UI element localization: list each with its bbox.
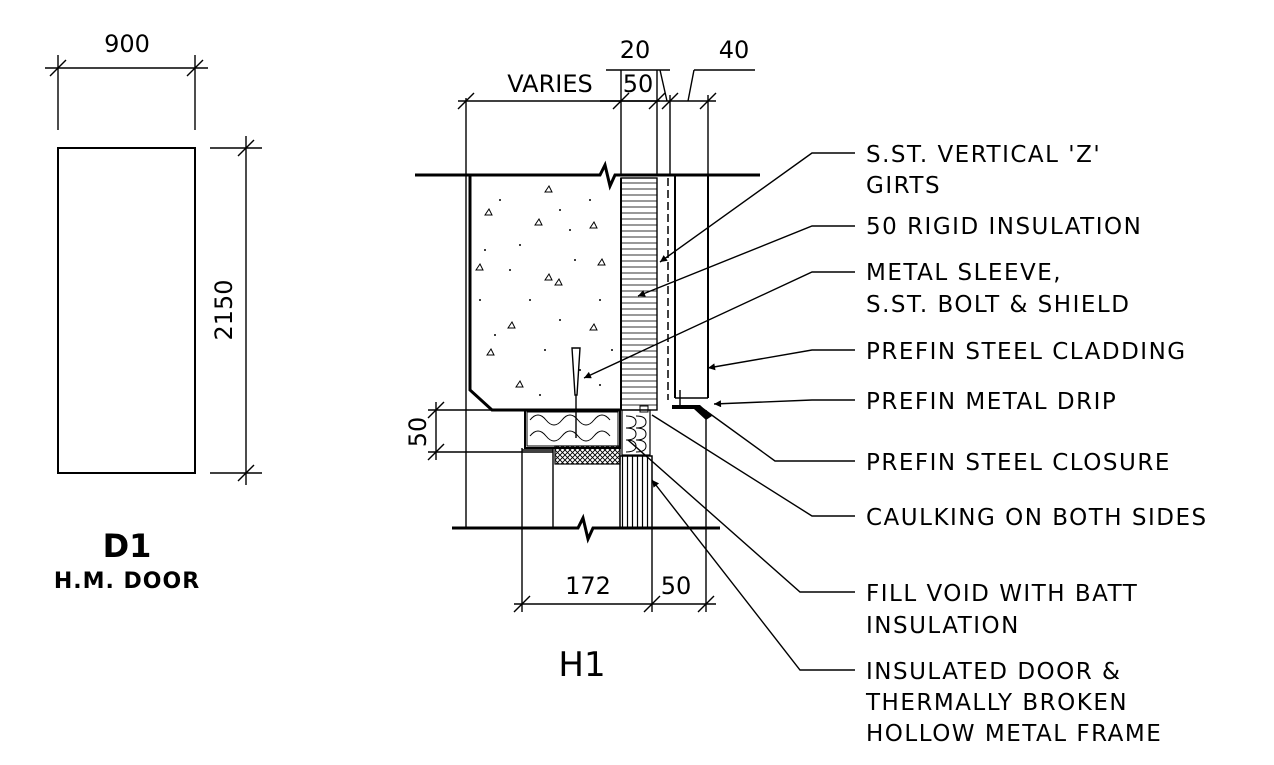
notes: S.ST. VERTICAL 'Z' GIRTS 50 RIGID INSULA… [865,142,1208,747]
note-steel-closure: PREFIN STEEL CLOSURE [866,450,1171,476]
door-height-dimension: 2150 [210,136,262,485]
note-z-girts-line2: GIRTS [866,173,941,199]
top-dimensions: VARIES 50 20 40 [457,36,755,110]
bolt-sleeve [571,347,581,438]
door-outline [57,147,196,474]
bottom-dimensions: 172 50 [513,572,716,613]
note-batt-insulation-line2: INSULATION [866,613,1020,639]
head-frame [524,405,651,465]
steel-cladding [674,175,709,399]
note-metal-sleeve-line1: METAL SLEEVE, [866,260,1062,286]
insulated-door [619,455,653,529]
door-tag: D1 [103,527,152,565]
note-z-girts: S.ST. VERTICAL 'Z' GIRTS [866,142,1110,199]
dim-top-40: 40 [719,36,750,64]
top-break-line [415,160,760,191]
note-batt-insulation: FILL VOID WITH BATT INSULATION [866,581,1147,639]
frame-stop-hatch [554,445,621,465]
dim-varies: VARIES [507,70,592,98]
dim-bottom-50: 50 [661,572,692,600]
caulking-joint [621,409,651,456]
note-insulated-door: INSULATED DOOR & THERMALLY BROKEN HOLLOW… [865,659,1162,747]
door-elevation: 900 2150 D1 H.M. DOOR [45,30,262,594]
section-tag: H1 [558,645,605,685]
leader-lines [583,152,855,671]
note-steel-cladding: PREFIN STEEL CLADDING [866,339,1187,365]
note-rigid-insulation: 50 RIGID INSULATION [866,214,1142,240]
door-height-value: 2150 [210,279,238,340]
dim-top-50: 50 [623,70,654,98]
dim-bottom-172: 172 [565,572,611,600]
left-dimension: 50 [404,401,445,461]
rigid-insulation [620,177,658,411]
concrete-wall [468,175,620,412]
note-batt-insulation-line1: FILL VOID WITH BATT [866,581,1138,607]
concrete-dots [479,199,613,396]
section-detail: VARIES 50 20 40 50 172 50 H1 [404,36,1208,747]
door-width-dimension: 900 [45,30,208,130]
batt-insulation [526,411,619,447]
note-z-girts-line1: S.ST. VERTICAL 'Z' [866,142,1101,168]
door-jamb [521,448,554,528]
dim-top-20: 20 [620,36,651,64]
note-metal-sleeve: METAL SLEEVE, S.ST. BOLT & SHIELD [866,260,1130,318]
note-caulking: CAULKING ON BOTH SIDES [866,505,1208,531]
note-insulated-door-line1: INSULATED DOOR & [866,659,1121,685]
door-width-value: 900 [104,30,150,58]
note-metal-drip: PREFIN METAL DRIP [866,389,1117,415]
note-insulated-door-line3: HOLLOW METAL FRAME [866,721,1162,747]
door-type: H.M. DOOR [54,569,200,594]
note-insulated-door-line2: THERMALLY BROKEN [865,690,1128,716]
bottom-break-line [452,513,720,544]
dim-left-50: 50 [404,417,432,448]
concrete-aggregate [475,185,606,388]
note-metal-sleeve-line2: S.ST. BOLT & SHIELD [866,292,1130,318]
